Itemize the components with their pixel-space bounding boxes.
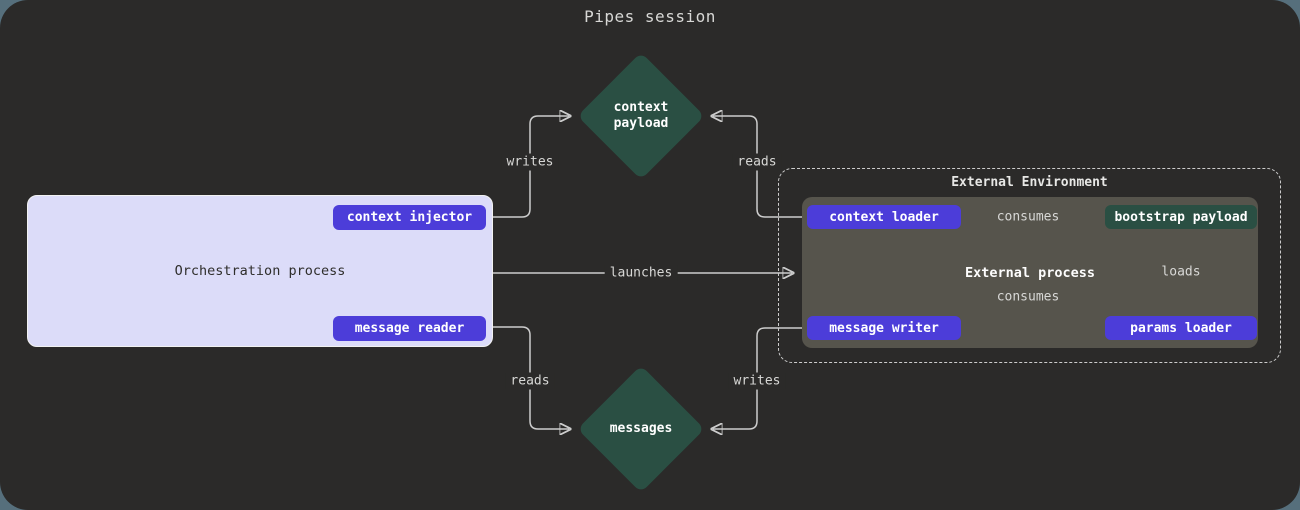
context-payload-label: context payload — [613, 99, 669, 131]
orchestration-process-label: Orchestration process — [174, 263, 346, 279]
edge-label-writes-bottom: writes — [728, 372, 786, 390]
edge-label-loads: loads — [1156, 263, 1206, 281]
context-loader-node: context loader — [807, 205, 961, 229]
edge-label-reads-bottom: reads — [505, 372, 555, 390]
context-injector-node: context injector — [333, 205, 486, 230]
edge-label-reads-top: reads — [732, 153, 782, 171]
orchestration-process-box: Orchestration process context injector m… — [27, 195, 493, 347]
diagram-title: Pipes session — [584, 7, 716, 26]
messages-node: messages — [577, 365, 705, 493]
params-loader-node: params loader — [1105, 316, 1257, 340]
external-environment-box: External Environment — [778, 168, 1281, 363]
message-writer-node: message writer — [807, 316, 961, 340]
edge-label-launches: launches — [604, 264, 678, 282]
message-reader-node: message reader — [333, 316, 486, 341]
edge-label-writes-top: writes — [501, 153, 559, 171]
bootstrap-payload-node: bootstrap payload — [1105, 205, 1257, 229]
edge-label-consumes-top: consumes — [991, 208, 1065, 226]
edge-label-consumes-bottom: consumes — [991, 288, 1065, 306]
context-payload-node: context payload — [577, 52, 705, 180]
external-environment-label: External Environment — [951, 175, 1108, 190]
external-process-label: External process — [964, 264, 1096, 281]
messages-label: messages — [609, 420, 673, 436]
